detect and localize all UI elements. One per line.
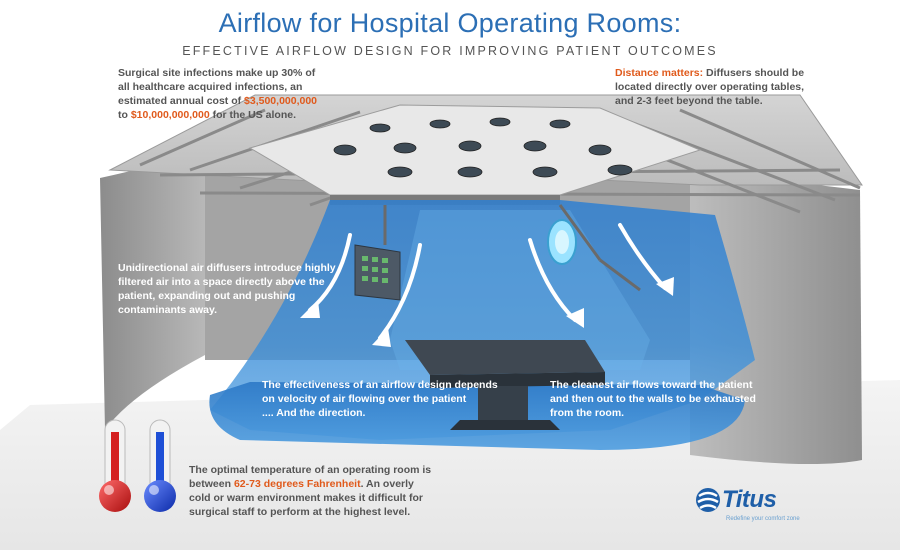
page-subtitle: EFFECTIVE AIRFLOW DESIGN FOR IMPROVING P… [182,44,718,58]
infection-cost-low: $3,500,000,000 [244,95,318,107]
distance-callout: Distance matters: Diffusers should be lo… [615,67,805,107]
temperature-callout: The optimal temperature of an operating … [189,464,432,518]
airflow-curtain [210,200,755,440]
surgical-light [547,204,641,292]
left-wall [100,150,205,430]
arrow-right [528,238,577,322]
infection-cost-high: $10,000,000,000 [130,109,210,121]
infections-callout: Surgical site infections make up 30% of … [118,67,318,121]
airflow-core [390,210,650,370]
brand-tagline: Redefine your comfort zone [726,516,800,522]
right-wall [690,170,862,464]
distance-label: Distance matters: [615,67,704,79]
cleanest-air-callout: The cleanest air flows toward the patien… [550,379,756,419]
thermometer-blue-icon [144,419,176,512]
airflow-arrowheads [300,277,674,347]
diffuser-array [248,104,702,205]
titus-swirl-icon [696,488,720,512]
operating-table [405,340,605,430]
page-title: Airflow for Hospital Operating Rooms: [218,8,682,38]
thermometer-red-icon [99,419,131,512]
temperature-range: 62-73 degrees Fahrenheit [233,478,361,490]
effectiveness-callout: The effectiveness of an airflow design d… [262,379,498,419]
diffusers-callout: Unidirectional air diffusers introduce h… [118,262,336,316]
brand-name: Titus [722,486,777,513]
arrow-left [378,243,422,340]
airflow-pool [209,382,745,450]
equipment-monitor [354,205,401,301]
